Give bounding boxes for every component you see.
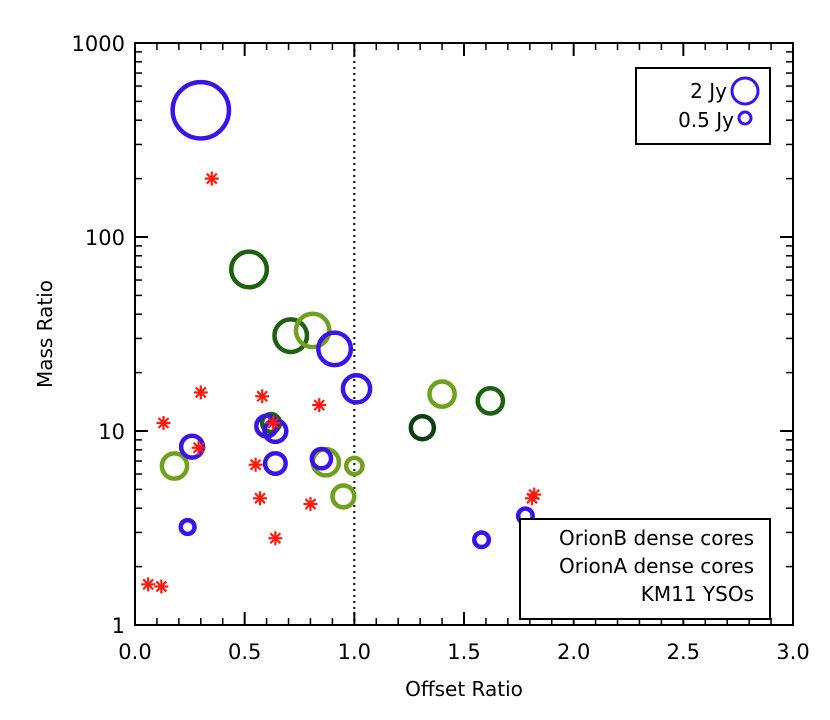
y-axis-label: Mass Ratio — [33, 280, 57, 388]
yso-marker-stroke — [269, 532, 282, 545]
yso-marker-stroke — [195, 386, 207, 399]
y-tick-label: 1000 — [72, 32, 125, 56]
core-marker — [472, 530, 492, 550]
yso-marker — [154, 579, 169, 594]
yso-marker-stroke — [157, 417, 170, 429]
x-tick-label: 1.5 — [447, 640, 480, 664]
yso-marker — [248, 457, 263, 472]
core-marker — [310, 446, 342, 478]
yso-marker — [312, 398, 327, 413]
size-legend-label-05jy: 0.5 Jy — [678, 108, 734, 132]
yso-marker-stroke — [192, 441, 205, 454]
size-legend-circle-2jy — [730, 76, 760, 106]
legend-entry-km11: KM11 YSOs — [641, 582, 754, 606]
yso-marker — [193, 385, 208, 400]
y-tick-label: 100 — [85, 226, 125, 250]
yso-marker — [268, 531, 283, 546]
yso-marker — [255, 389, 270, 404]
legend-entry-orionb: OrionB dense cores — [559, 526, 754, 550]
yso-marker — [303, 497, 318, 512]
yso-marker-stroke — [304, 498, 317, 510]
yso-marker — [253, 491, 268, 506]
size-legend: 2 Jy 0.5 Jy — [635, 67, 771, 145]
yso-marker — [191, 440, 206, 455]
yso-marker-stroke — [528, 488, 540, 501]
core-marker — [159, 451, 190, 481]
core-marker — [228, 249, 270, 290]
yso-marker-stroke — [254, 492, 266, 505]
yso-marker-stroke — [313, 399, 326, 411]
y-tick-label: 1 — [112, 614, 125, 638]
core-marker — [475, 386, 506, 416]
yso-marker-stroke — [205, 172, 218, 185]
x-tick-labels: 0.0 0.5 1.0 1.5 2.0 2.5 3.0 — [118, 640, 809, 664]
series-legend: OrionB dense cores OrionA dense cores KM… — [519, 518, 771, 620]
core-marker — [343, 455, 365, 477]
core-marker — [262, 450, 288, 477]
y-tick-label: 10 — [98, 420, 125, 444]
x-tick-label: 1.0 — [338, 640, 371, 664]
x-tick-label: 3.0 — [776, 640, 809, 664]
legend-entry-oriona: OrionA dense cores — [559, 554, 754, 578]
x-tick-label: 2.5 — [667, 640, 700, 664]
yso-marker — [141, 577, 156, 592]
core-marker — [309, 446, 334, 471]
x-tick-label: 2.0 — [557, 640, 590, 664]
yso-marker-stroke — [249, 458, 262, 471]
yso-marker-stroke — [142, 578, 154, 591]
series-legend-box — [519, 518, 771, 620]
x-tick-label: 0.5 — [228, 640, 261, 664]
core-marker — [316, 330, 354, 368]
size-legend-label-2jy: 2 Jy — [690, 79, 727, 103]
yso-marker — [204, 171, 219, 186]
core-marker — [272, 317, 310, 355]
size-legend-circle-05jy — [737, 110, 753, 126]
core-marker — [408, 413, 437, 442]
core-marker — [330, 483, 357, 510]
data-markers — [141, 79, 542, 594]
x-axis-label: Offset Ratio — [405, 677, 523, 701]
core-marker — [293, 311, 332, 350]
yso-marker — [156, 415, 171, 430]
core-marker — [340, 372, 373, 405]
yso-marker — [266, 415, 281, 430]
y-tick-labels: 1 10 100 1000 — [72, 32, 125, 638]
core-marker — [178, 517, 197, 537]
x-tick-label: 0.0 — [118, 640, 151, 664]
core-marker — [427, 379, 457, 409]
yso-marker-stroke — [267, 417, 279, 429]
yso-marker-stroke — [155, 580, 168, 593]
size-legend-box — [635, 67, 771, 145]
core-marker — [170, 79, 232, 141]
yso-marker — [527, 487, 542, 502]
plot-frame — [134, 42, 794, 626]
yso-marker-stroke — [256, 390, 268, 403]
